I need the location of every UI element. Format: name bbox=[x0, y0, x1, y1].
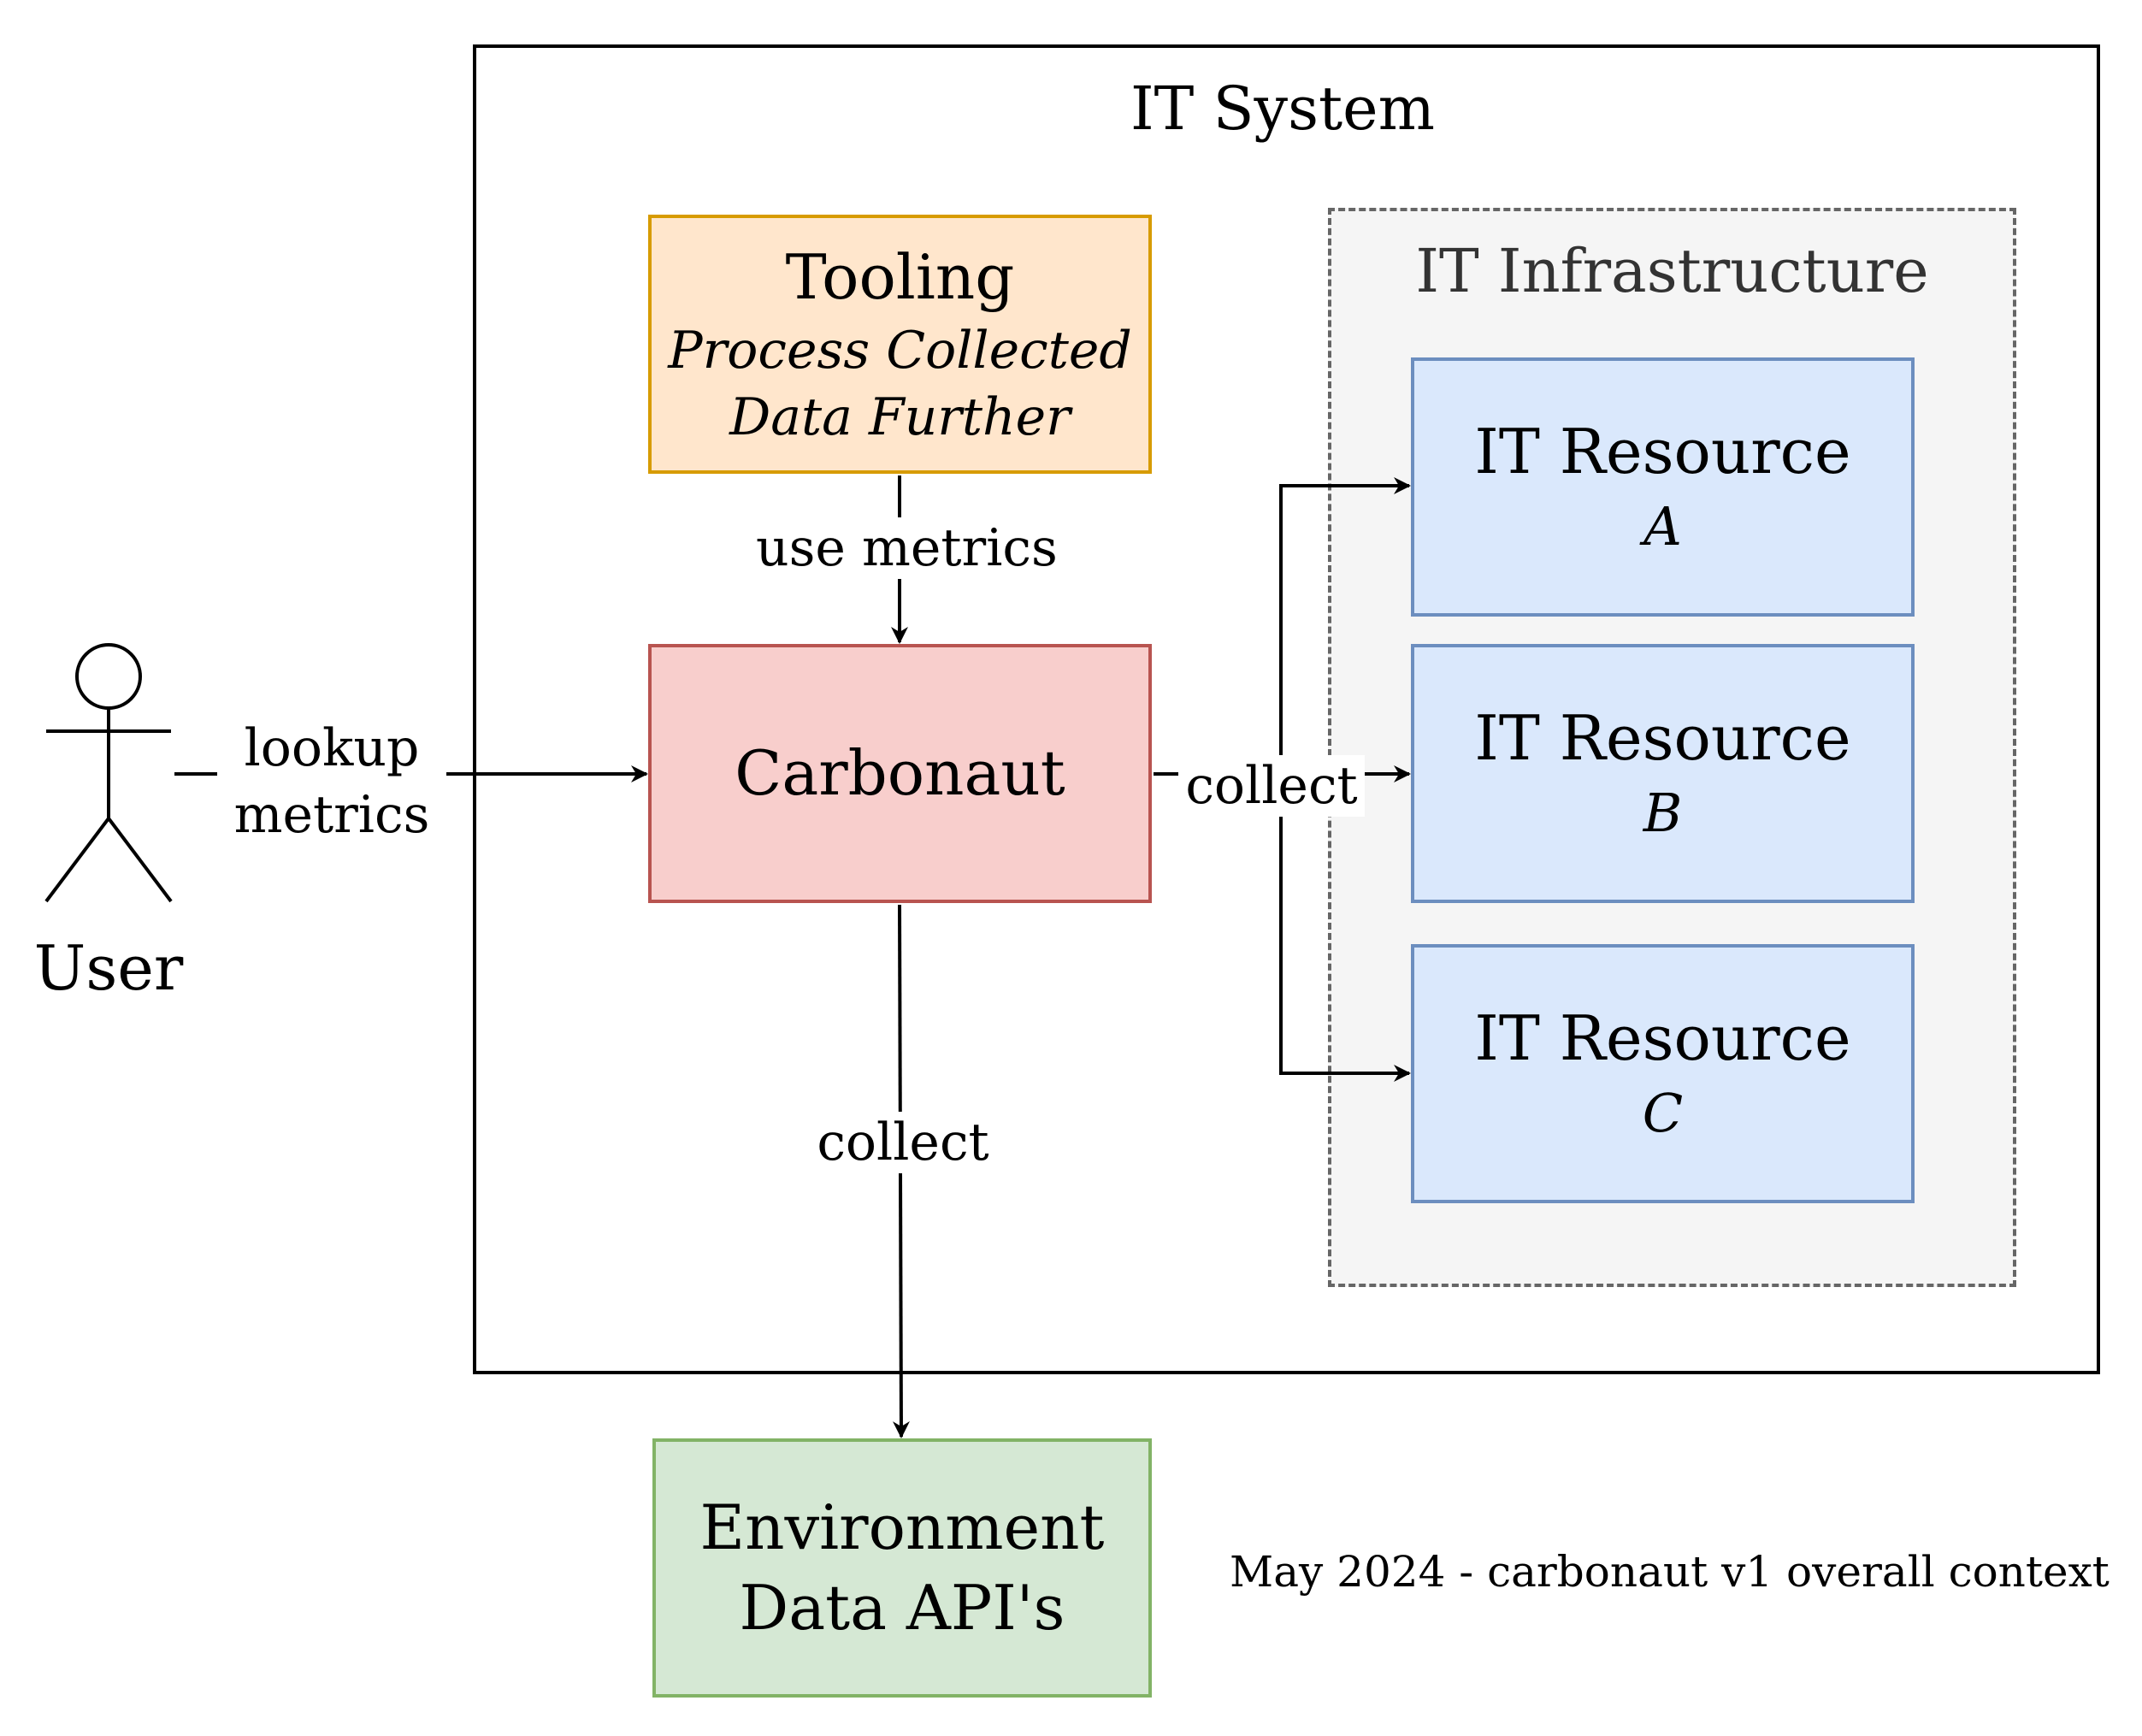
tooling-box[interactable]: Tooling Process Collected Data Further bbox=[648, 215, 1152, 474]
environment-api-line2: Data API's bbox=[739, 1571, 1065, 1644]
it-resource-c-title: IT Resource bbox=[1474, 1002, 1851, 1075]
environment-api-line1: Environment bbox=[699, 1491, 1105, 1563]
it-system-boundary bbox=[473, 44, 2100, 1374]
tooling-subtitle-line1: Process Collected bbox=[668, 321, 1132, 381]
it-resource-a[interactable]: IT Resource A bbox=[1411, 357, 1915, 617]
it-resource-b-title: IT Resource bbox=[1474, 702, 1851, 775]
edge-label-lookup: lookup bbox=[244, 718, 420, 778]
edge-label-metrics: metrics bbox=[233, 785, 430, 845]
carbonaut-box[interactable]: Carbonaut bbox=[648, 644, 1152, 903]
it-resource-a-title: IT Resource bbox=[1474, 416, 1851, 488]
user-label: User bbox=[33, 932, 184, 1004]
it-infrastructure-title: IT Infrastructure bbox=[1415, 236, 1929, 306]
user-actor-icon[interactable] bbox=[44, 643, 173, 903]
edge-label-lookup-metrics: lookup metrics bbox=[217, 715, 446, 848]
carbonaut-title: Carbonaut bbox=[735, 736, 1065, 809]
edge-label-use-metrics: use metrics bbox=[752, 517, 1058, 579]
it-system-title: IT System bbox=[1130, 74, 1435, 144]
it-resource-b[interactable]: IT Resource B bbox=[1411, 644, 1915, 903]
edge-label-collect-environment: collect bbox=[805, 1112, 1000, 1173]
it-resource-c-id: C bbox=[1642, 1082, 1684, 1144]
footer-note: May 2024 - carbonaut v1 overall context bbox=[1230, 1547, 2110, 1597]
environment-data-api-box[interactable]: Environment Data API's bbox=[652, 1438, 1152, 1698]
tooling-title: Tooling bbox=[785, 240, 1015, 313]
it-resource-c[interactable]: IT Resource C bbox=[1411, 944, 1915, 1203]
tooling-subtitle-line2: Data Further bbox=[729, 387, 1071, 448]
it-resource-b-id: B bbox=[1643, 782, 1683, 844]
edge-label-collect-resources: collect bbox=[1178, 755, 1365, 817]
it-resource-a-id: A bbox=[1643, 495, 1682, 558]
